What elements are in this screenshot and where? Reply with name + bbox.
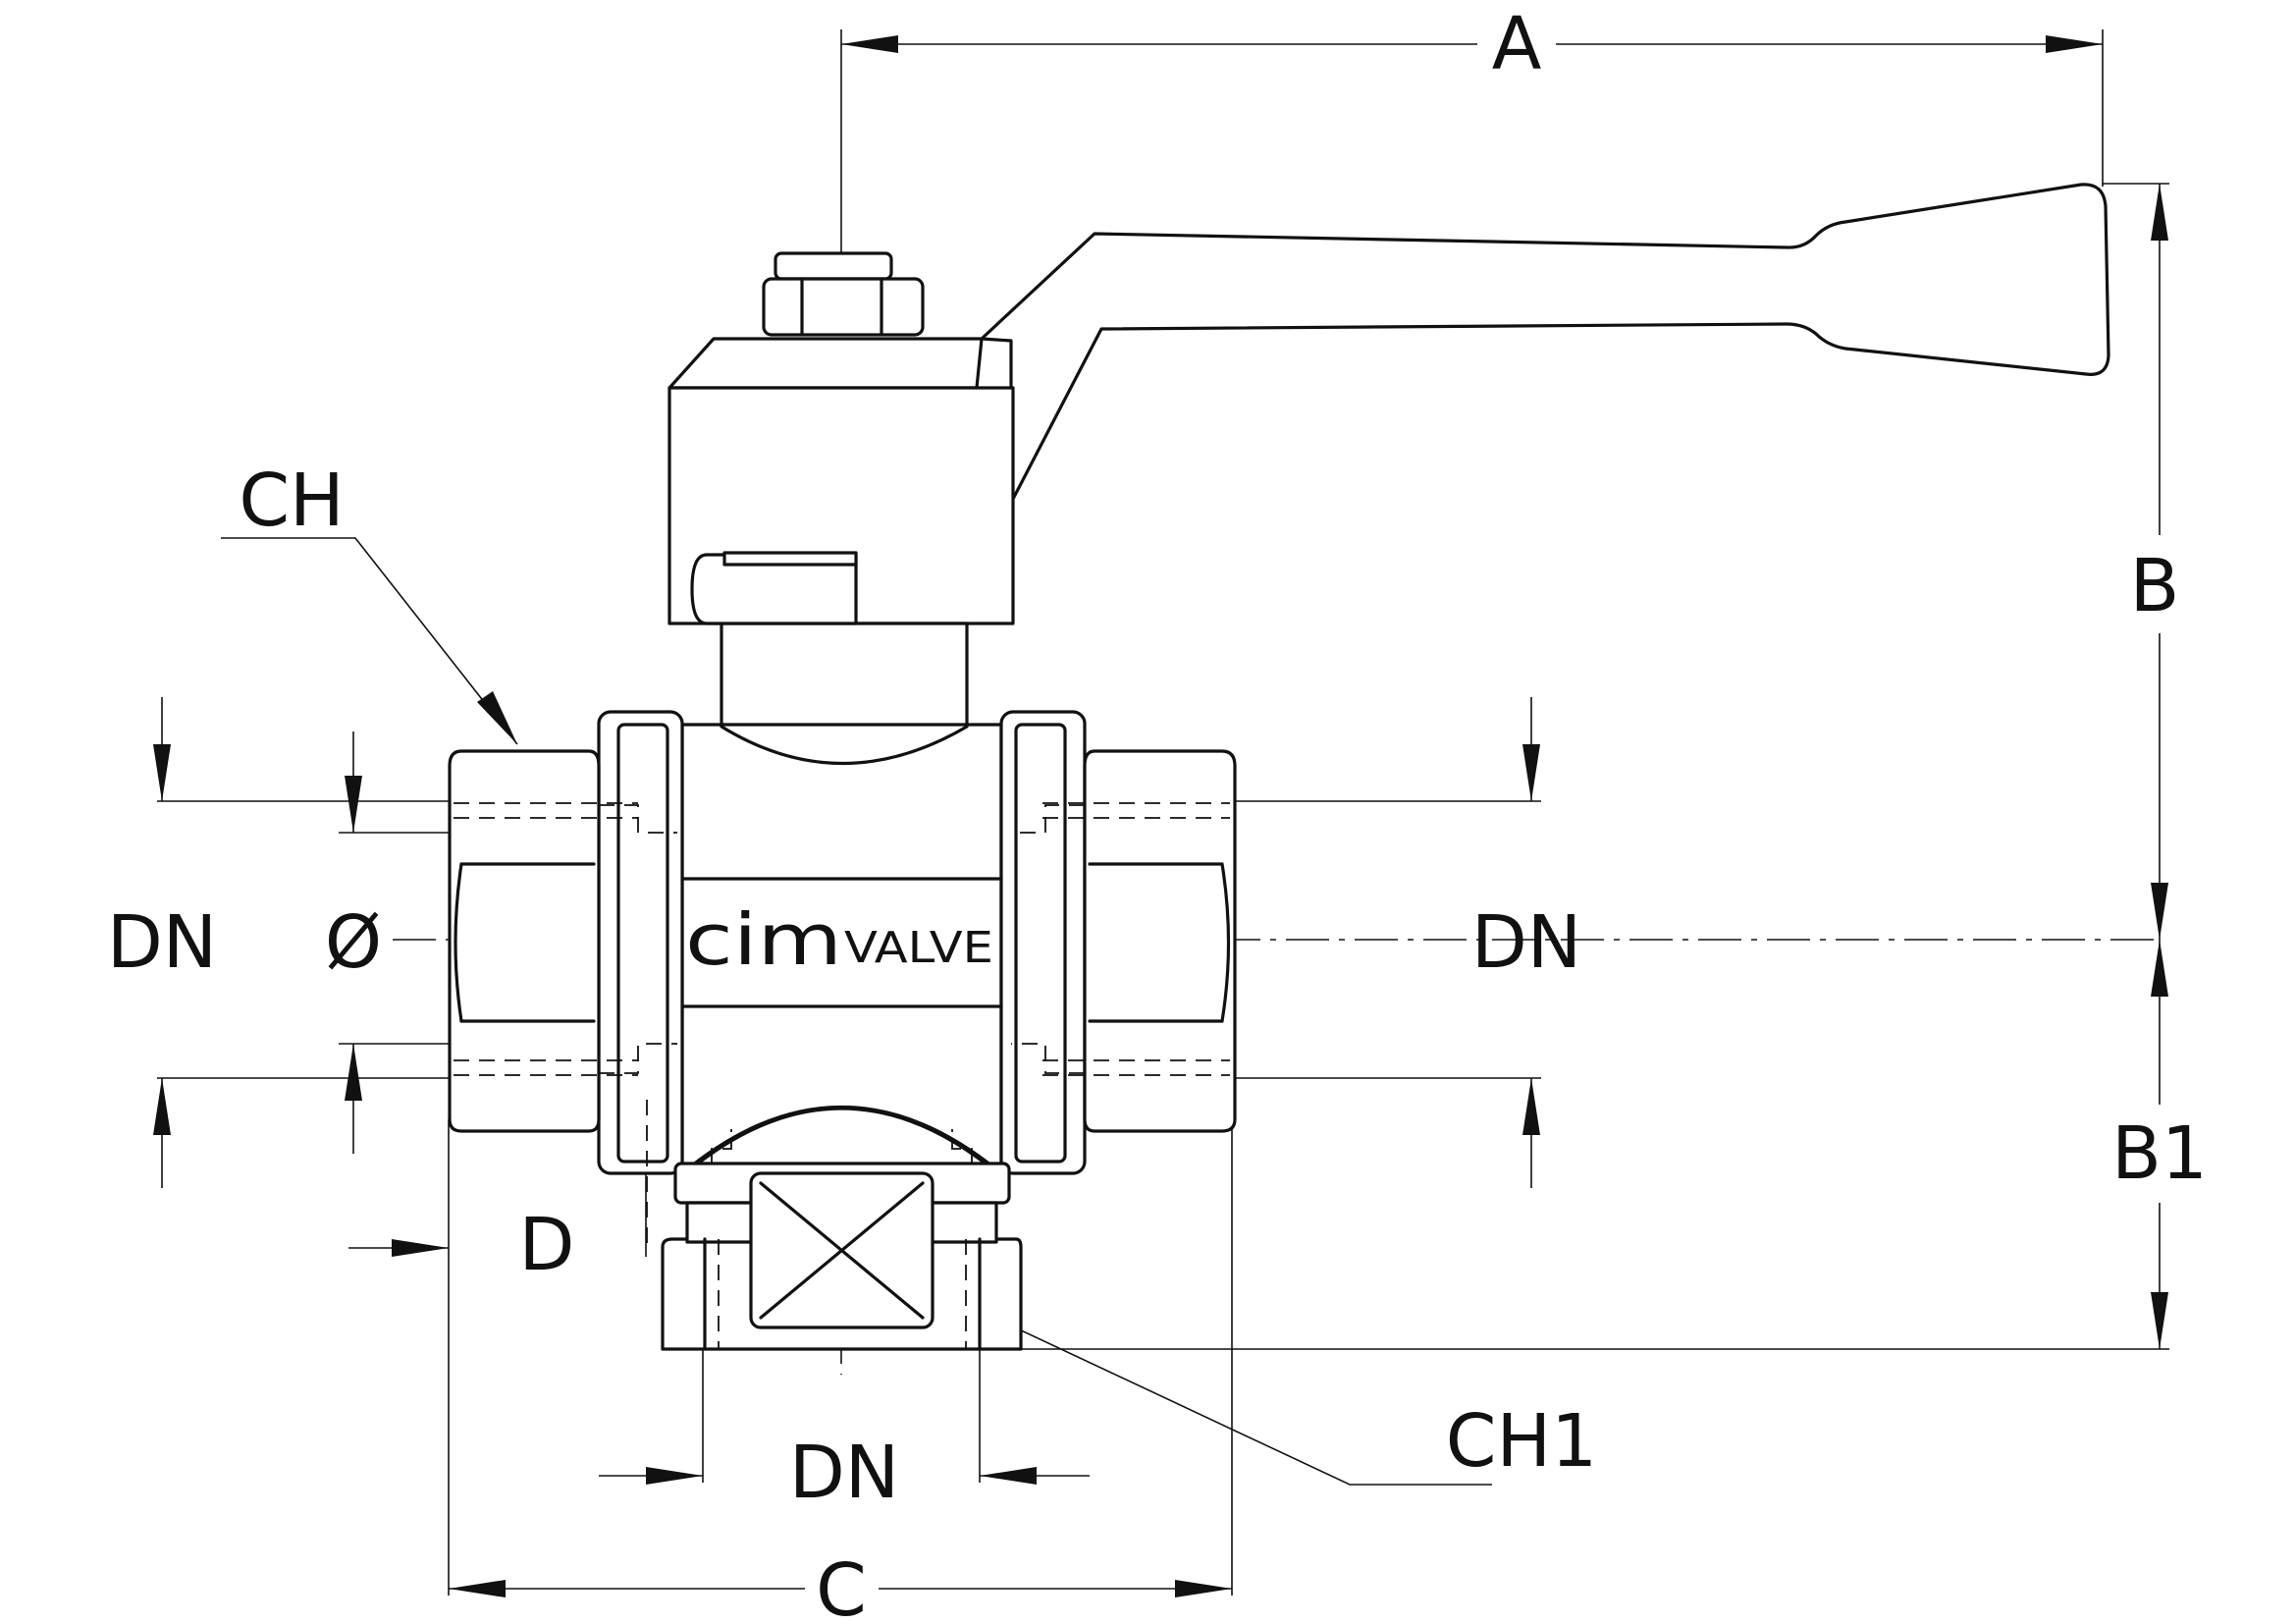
extension-lines <box>157 29 2169 1596</box>
right-end-connector <box>999 710 1237 1175</box>
label-d: D <box>519 1203 575 1287</box>
label-ch: CH <box>239 459 344 543</box>
label-dn-bottom: DN <box>789 1431 899 1515</box>
label-ch1: CH1 <box>1446 1399 1597 1484</box>
label-b: B <box>2130 544 2180 628</box>
dimension-labels: A B B1 C D CH CH1 DN Ø DN DN <box>107 2 2208 1624</box>
label-diameter: Ø <box>325 900 382 985</box>
gland-nut <box>762 251 925 337</box>
stem-and-stop-plate <box>690 551 969 729</box>
lever-handle <box>667 183 2110 625</box>
left-end-connector <box>448 710 684 1252</box>
label-c: C <box>816 1548 867 1624</box>
brand-logo: cim VALVE <box>685 898 993 981</box>
bottom-end-connector <box>661 1129 1023 1351</box>
dimension-lines <box>153 35 2168 1597</box>
brand-prefix: cim <box>685 898 842 981</box>
label-a: A <box>1492 2 1542 86</box>
label-dn-right: DN <box>1471 900 1581 985</box>
label-dn-left: DN <box>107 900 217 985</box>
label-b1: B1 <box>2111 1111 2208 1196</box>
brand-suffix: VALVE <box>844 923 993 973</box>
